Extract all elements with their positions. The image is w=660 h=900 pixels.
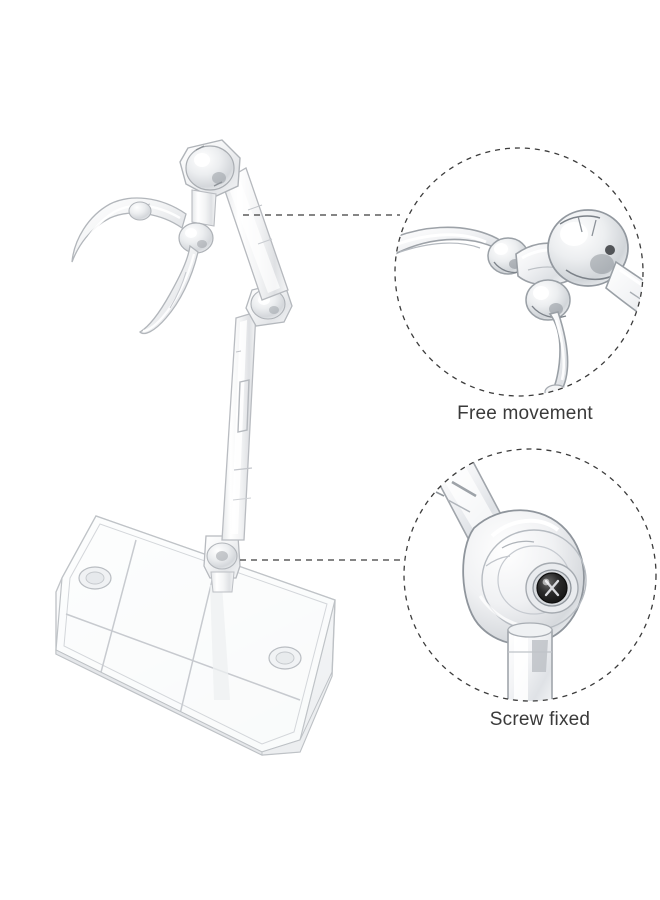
clamp-ball-joint-lower xyxy=(178,222,214,254)
callout-free-movement-content xyxy=(395,148,643,396)
callout-label-free-movement: Free movement xyxy=(457,403,593,424)
base-mounting-hole-left xyxy=(78,566,112,590)
callout-screw-fixed-ring xyxy=(403,448,657,702)
lower-ball-joint xyxy=(203,535,241,593)
callout-free-movement-ring xyxy=(394,147,644,397)
base-plate xyxy=(55,515,336,756)
callout-screw-fixed-content xyxy=(404,449,656,701)
claw-prong-right xyxy=(138,244,199,335)
claw-prong-left xyxy=(71,197,187,263)
upper-ball-joint xyxy=(179,139,241,227)
callout-label-screw-fixed: Screw fixed xyxy=(489,709,591,730)
base-mounting-hole-right xyxy=(268,646,302,670)
